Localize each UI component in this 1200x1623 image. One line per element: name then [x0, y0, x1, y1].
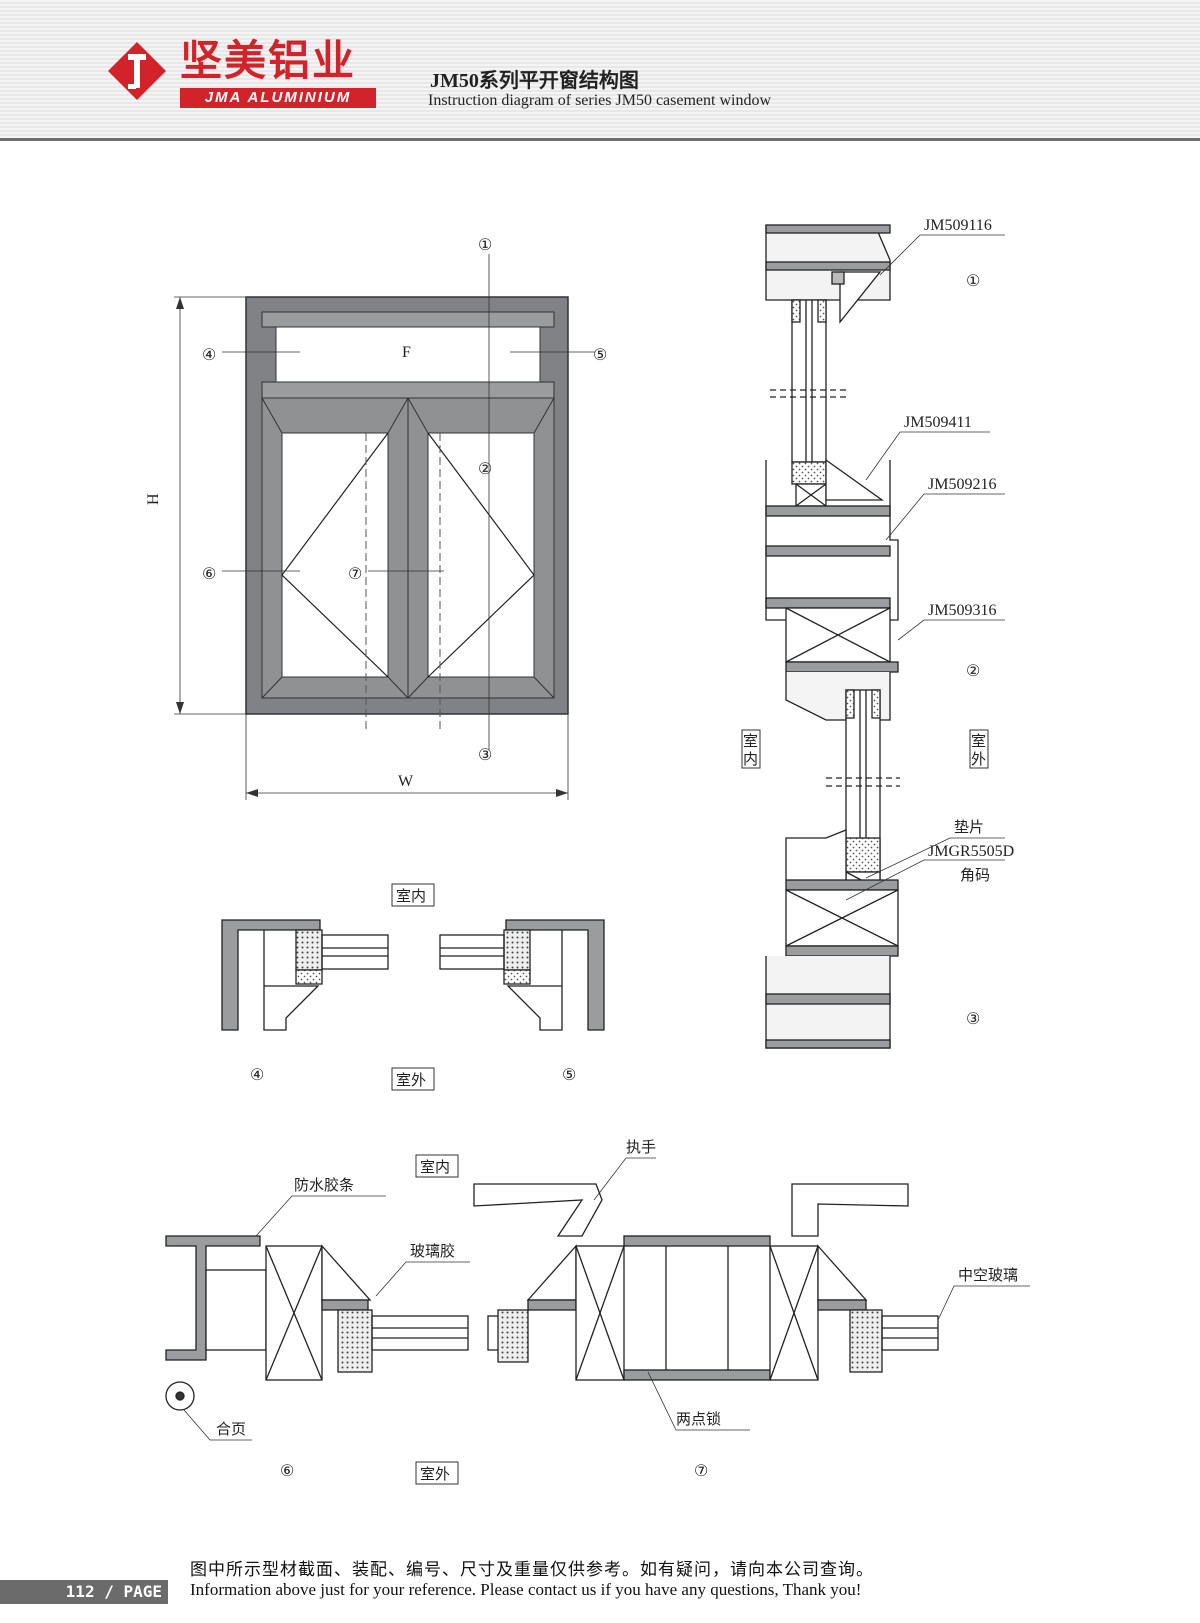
- brand-name-cn: 坚美铝业: [180, 36, 357, 85]
- footer-note-cn: 图中所示型材截面、装配、编号、尺寸及重量仅供参考。如有疑问，请向本公司查询。: [190, 1560, 874, 1580]
- side-indoor-label: 室内: [396, 887, 426, 905]
- left-glass: [281, 432, 389, 678]
- part-jm509116: JM509116: [924, 217, 992, 234]
- page-number: 112 / PAGE: [0, 1580, 168, 1604]
- page-title-en: Instruction diagram of series JM50 casem…: [428, 92, 772, 109]
- hsection-marker-6: ⑥: [280, 1463, 294, 1480]
- footer-note-en: Information above just for your referenc…: [190, 1580, 862, 1599]
- fixed-lite: [275, 326, 541, 383]
- marker-7: ⑦: [348, 566, 362, 583]
- hsection-outdoor-label: 室外: [420, 1465, 450, 1483]
- top-sash-band: [261, 311, 555, 328]
- label-insulated-glass: 中空玻璃: [958, 1266, 1018, 1284]
- part-jm509316: JM509316: [928, 602, 996, 619]
- vsection-outdoor-1: 室: [971, 732, 986, 750]
- part-corner-key: 角码: [960, 866, 990, 884]
- hsection-marker-7: ⑦: [694, 1463, 708, 1480]
- vertical-section: [765, 224, 900, 1049]
- marker-4: ④: [202, 347, 216, 364]
- marker-5: ⑤: [593, 347, 607, 364]
- label-waterproof-strip: 防水胶条: [294, 1176, 354, 1194]
- brand-name-en: JMA ALUMINIUM: [180, 88, 376, 108]
- window-elevation: H W F: [145, 254, 595, 800]
- label-hinge: 合页: [216, 1420, 246, 1438]
- part-gasket: 垫片: [954, 818, 984, 836]
- vsection-marker-1: ①: [966, 273, 980, 290]
- part-jm509411: JM509411: [904, 414, 972, 431]
- marker-1: ①: [478, 237, 492, 254]
- label-handle: 执手: [626, 1138, 656, 1156]
- marker-2: ②: [478, 461, 492, 478]
- side-marker-4: ④: [250, 1067, 264, 1084]
- transom-bar: [261, 381, 555, 399]
- width-label: W: [398, 773, 414, 790]
- side-outdoor-label: 室外: [396, 1071, 426, 1089]
- height-label: H: [145, 493, 162, 505]
- horizontal-section: [165, 1183, 939, 1411]
- side-marker-5: ⑤: [562, 1067, 576, 1084]
- label-two-point-lock: 两点锁: [676, 1410, 721, 1428]
- vsection-indoor-2: 内: [743, 750, 758, 768]
- brand-logo-icon: [108, 42, 166, 100]
- vsection-marker-2: ②: [966, 663, 980, 680]
- part-jm509216: JM509216: [928, 476, 996, 493]
- vertical-section-leaders: [845, 234, 1005, 901]
- left-swing-line: [281, 432, 389, 678]
- label-glazing-sealant: 玻璃胶: [410, 1242, 455, 1260]
- marker-3: ③: [478, 747, 492, 764]
- fixed-lite-label: F: [402, 344, 411, 361]
- right-swing-line: [427, 432, 535, 678]
- horizontal-section-leaders: [183, 1157, 1030, 1441]
- right-glass: [427, 432, 535, 678]
- marker-6: ⑥: [202, 566, 216, 583]
- vsection-indoor-1: 室: [743, 732, 758, 750]
- side-sections: [221, 919, 605, 1031]
- vsection-marker-3: ③: [966, 1011, 980, 1028]
- page-header: 坚美铝业 JMA ALUMINIUM JM50系列平开窗结构图 Instruct…: [0, 0, 1200, 141]
- part-jmgr5505d: JMGR5505D: [928, 843, 1014, 860]
- vsection-outdoor-2: 外: [971, 750, 986, 768]
- page-title-cn: JM50系列平开窗结构图: [430, 70, 639, 92]
- hsection-indoor-label: 室内: [420, 1158, 450, 1176]
